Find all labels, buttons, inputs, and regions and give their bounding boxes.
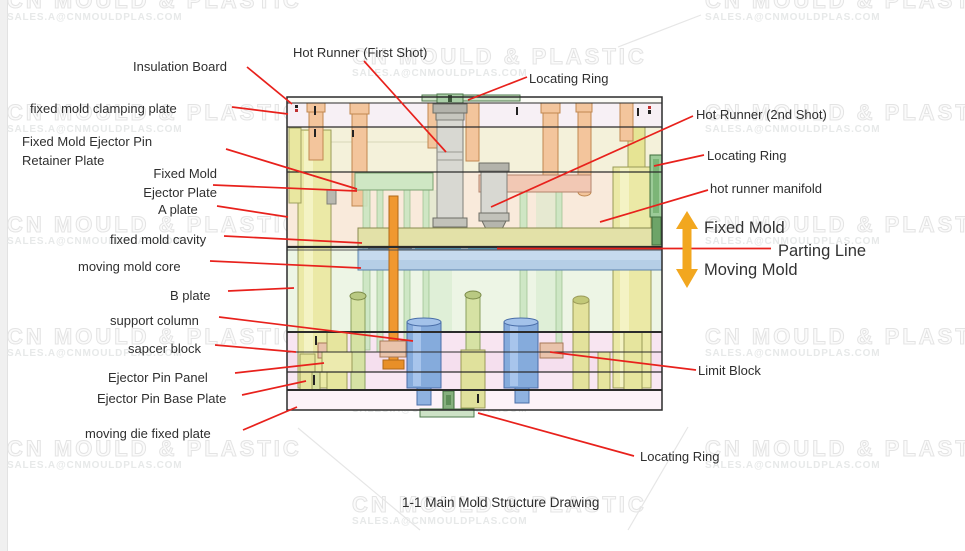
leader-locating-ring-top <box>467 76 528 101</box>
label-locating-ring-top: Locating Ring <box>529 71 609 86</box>
mold-internals <box>288 93 663 418</box>
leader-limit-block <box>549 351 697 371</box>
leader-manifold <box>599 189 709 223</box>
label-a-plate: A plate <box>158 202 198 217</box>
leader-moving-die-plate <box>242 406 298 431</box>
label-fixed-mold-cavity: fixed mold cavity <box>110 232 207 247</box>
leader-a-plate <box>216 205 289 218</box>
plate-separators <box>286 96 663 411</box>
leader-spacer-block <box>214 344 297 353</box>
label-insulation-board: Insulation Board <box>133 59 227 74</box>
label-locating-ring-bottom: Locating Ring <box>640 449 720 464</box>
leader-insulation-board <box>246 66 293 105</box>
watermark-deco-lines <box>297 14 702 531</box>
fixed-mold-ejector-plate-part <box>354 172 434 191</box>
leader-ejector-base <box>241 380 307 396</box>
label-fixed-mold: Fixed Mold <box>704 219 785 237</box>
leader-clamping-plate <box>231 106 289 115</box>
leader-support-column <box>218 316 414 342</box>
leader-hot-runner-1 <box>363 60 447 153</box>
leader-retainer-plate <box>225 148 358 190</box>
leader-locating-ring-right <box>653 154 705 167</box>
leader-locating-ring-bottom <box>477 412 635 457</box>
label-hot-runner-2nd-shot: Hot Runner (2nd Shot) <box>696 107 827 122</box>
label-b-plate: B plate <box>170 288 211 303</box>
leader-ejector-pin-panel <box>234 362 325 374</box>
drawing-caption: 1-1 Main Mold Structure Drawing <box>402 495 600 510</box>
return-pins <box>349 290 590 409</box>
label-locating-ring-right: Locating Ring <box>707 148 787 163</box>
label-fixed-mold-ejector-plate: Fixed Mold Ejector Plate <box>143 166 217 200</box>
label-hot-runner-manifold: hot runner manifold <box>710 181 823 196</box>
label-support-column: support column <box>110 313 199 328</box>
leader-b-plate <box>227 287 295 292</box>
center-ejector-rod <box>379 195 407 370</box>
leader-cavity <box>223 235 363 244</box>
locating-ring-right-part <box>649 154 663 246</box>
moving-mold-core-part <box>357 248 663 271</box>
mold-open-direction-arrow <box>676 211 698 288</box>
label-spacer-block: sapcer block <box>128 341 201 356</box>
window-left-strip <box>0 0 8 551</box>
leader-core <box>209 260 362 269</box>
label-moving-mold: Moving Mold <box>704 261 798 279</box>
hot-runner-first-shot-part <box>432 103 468 250</box>
label-fixed-mold-clamping-plate: fixed mold clamping plate <box>30 101 177 116</box>
label-moving-mold-core: moving mold core <box>78 259 181 274</box>
locating-ring-bottom-part <box>419 390 475 418</box>
leader-lines <box>209 60 771 457</box>
label-ejector-pin-panel: Ejector Pin Panel <box>108 370 208 385</box>
leader-ejector-plate <box>212 184 358 192</box>
label-limit-block: Limit Block <box>698 363 761 378</box>
label-ejector-pin-base-plate: Ejector Pin Base Plate <box>97 391 227 406</box>
label-moving-die-fixed-plate: moving die fixed plate <box>85 426 211 441</box>
label-hot-runner-first-shot: Hot Runner (First Shot) <box>293 45 428 60</box>
label-parting-line: Parting Line <box>778 242 867 260</box>
leader-hot-runner-2 <box>490 115 694 208</box>
detail-ticks <box>295 105 651 403</box>
label-fixed-mold-ejector-pin-retainer-plate: Fixed Mold Ejector Pin Retainer Plate <box>22 134 153 168</box>
limit-block-part <box>539 342 564 359</box>
